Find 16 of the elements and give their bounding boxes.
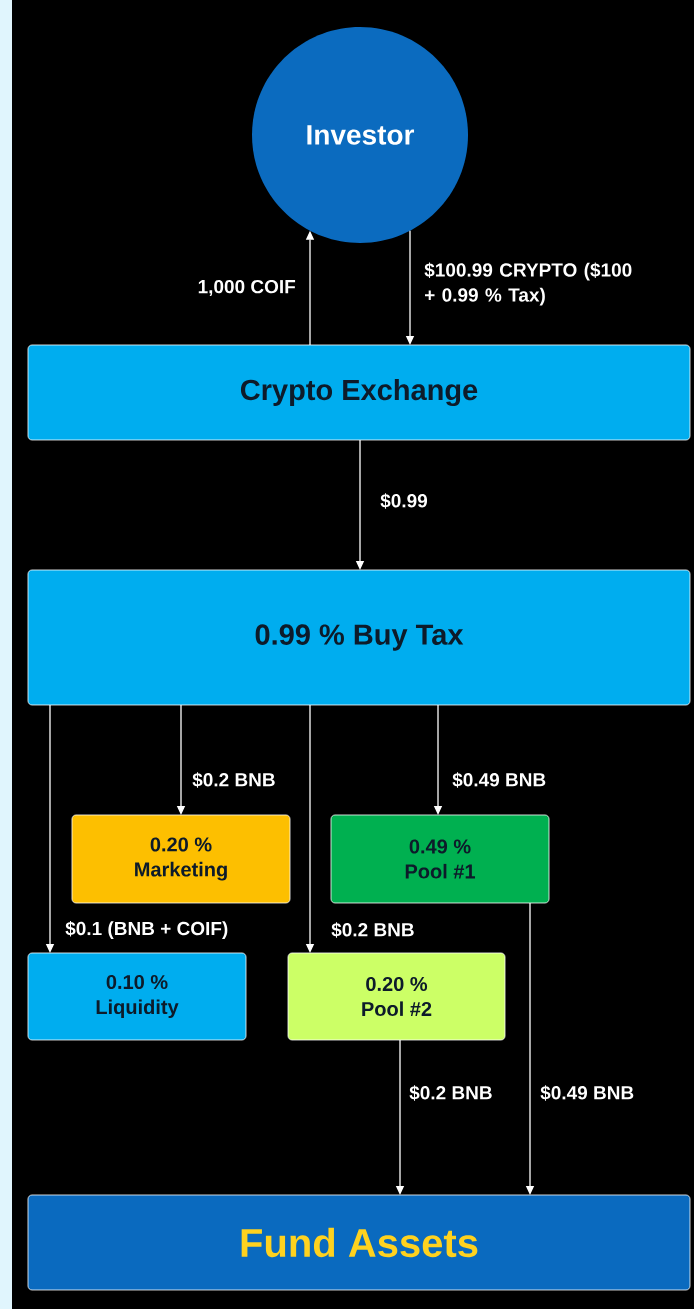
process-box: Fund Assets xyxy=(27,1194,691,1291)
edge-label: $0.99 xyxy=(378,491,430,511)
edge-label: $0.49 BNB xyxy=(538,1083,637,1103)
process-box: 0.10 % Liquidity xyxy=(27,952,247,1041)
edge-label: $0.2 BNB xyxy=(329,920,417,940)
process-box: Crypto Exchange xyxy=(27,344,691,441)
circle-node: Investor xyxy=(252,27,468,243)
process-box: 0.20 % Pool #2 xyxy=(287,952,506,1041)
edge-label: $0.2 BNB xyxy=(190,770,278,790)
process-box: 0.49 % Pool #1 xyxy=(330,814,550,904)
process-box: 0.20 % Marketing xyxy=(71,814,291,904)
edge-label: $0.1 (BNB + COIF) xyxy=(63,918,231,941)
process-box: 0.99 % Buy Tax xyxy=(27,569,691,706)
edge-label: $100.99 CRYPTO ($100 + 0.99 % Tax) xyxy=(422,260,645,308)
edge-label: $0.2 BNB xyxy=(407,1083,495,1103)
edge-label: $0.49 BNB xyxy=(450,770,549,790)
